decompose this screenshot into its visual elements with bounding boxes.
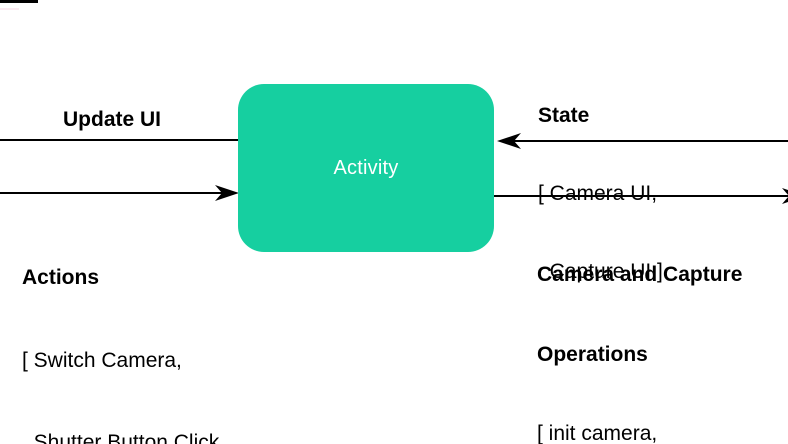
camera-ops-title: Camera and Capture — [537, 263, 743, 286]
camera-ops-title: Operations — [537, 342, 648, 366]
actions-arrow-line — [0, 192, 224, 194]
update-ui-label: Update UI — [63, 108, 162, 131]
actions-item: [ Switch Camera, — [22, 348, 182, 372]
state-title: State — [538, 104, 590, 127]
state-item: [ Camera UI, — [538, 182, 658, 205]
corner-mark — [0, 0, 38, 3]
camera-ops-block: Camera and Capture Operations [ init cam… — [537, 209, 742, 444]
actions-title: Actions — [22, 266, 100, 289]
state-arrow-line — [506, 140, 788, 142]
activity-node: Activity — [238, 84, 494, 252]
arrowhead-left-icon — [497, 133, 521, 149]
state-block: State [ Camera UI, Capture UI ] — [538, 51, 663, 337]
arrowhead-right-edge-icon — [782, 188, 788, 204]
actions-item: Shutter Button Click, — [22, 431, 226, 444]
arrowhead-right-icon — [215, 185, 239, 201]
update-ui-arrow-line — [0, 139, 239, 141]
camera-ops-arrow-line — [493, 195, 788, 197]
actions-block: Actions [ Switch Camera, Shutter Button … — [22, 209, 276, 444]
activity-node-label: Activity — [333, 156, 399, 179]
corner-mark-pink — [0, 8, 19, 10]
camera-ops-item: [ init camera, — [537, 422, 658, 444]
state-item: Capture UI ] — [538, 260, 663, 283]
